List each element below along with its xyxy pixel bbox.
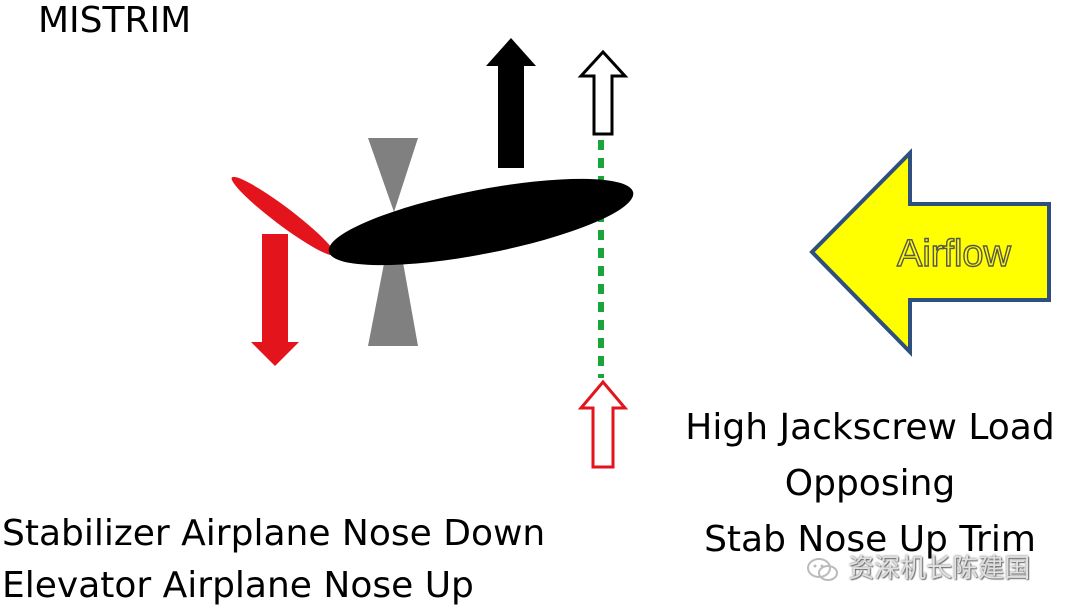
airflow-arrow bbox=[809, 148, 1051, 357]
stabilizer-surface bbox=[328, 178, 634, 266]
jackscrew-line-3: Stab Nose Up Trim bbox=[704, 519, 1036, 560]
watermark: 资深机长陈建国 bbox=[806, 548, 1030, 585]
wechat-icon bbox=[807, 557, 838, 581]
airflow-label: Airflow bbox=[897, 233, 1012, 275]
elevator-surface bbox=[231, 176, 335, 256]
caption-line-2: Elevator Airplane Nose Up bbox=[2, 565, 474, 606]
elevator-down-arrow bbox=[251, 234, 299, 366]
jackscrew-line-2: Opposing bbox=[784, 463, 956, 504]
hollow-up-arrow bbox=[577, 49, 629, 136]
caption: Stabilizer Airplane Nose Down Elevator A… bbox=[2, 508, 545, 612]
jackscrew-line-1: High Jackscrew Load bbox=[685, 407, 1055, 448]
caption-line-1: Stabilizer Airplane Nose Down bbox=[2, 513, 546, 554]
watermark-text: 资深机长陈建国 bbox=[848, 554, 1031, 584]
page-title: MISTRIM bbox=[38, 0, 192, 41]
stabilizer-lift-arrow bbox=[486, 38, 536, 168]
jackscrew-load-arrow bbox=[577, 379, 629, 469]
jackscrew-note: High Jackscrew Load Opposing Stab Nose U… bbox=[660, 400, 1080, 568]
